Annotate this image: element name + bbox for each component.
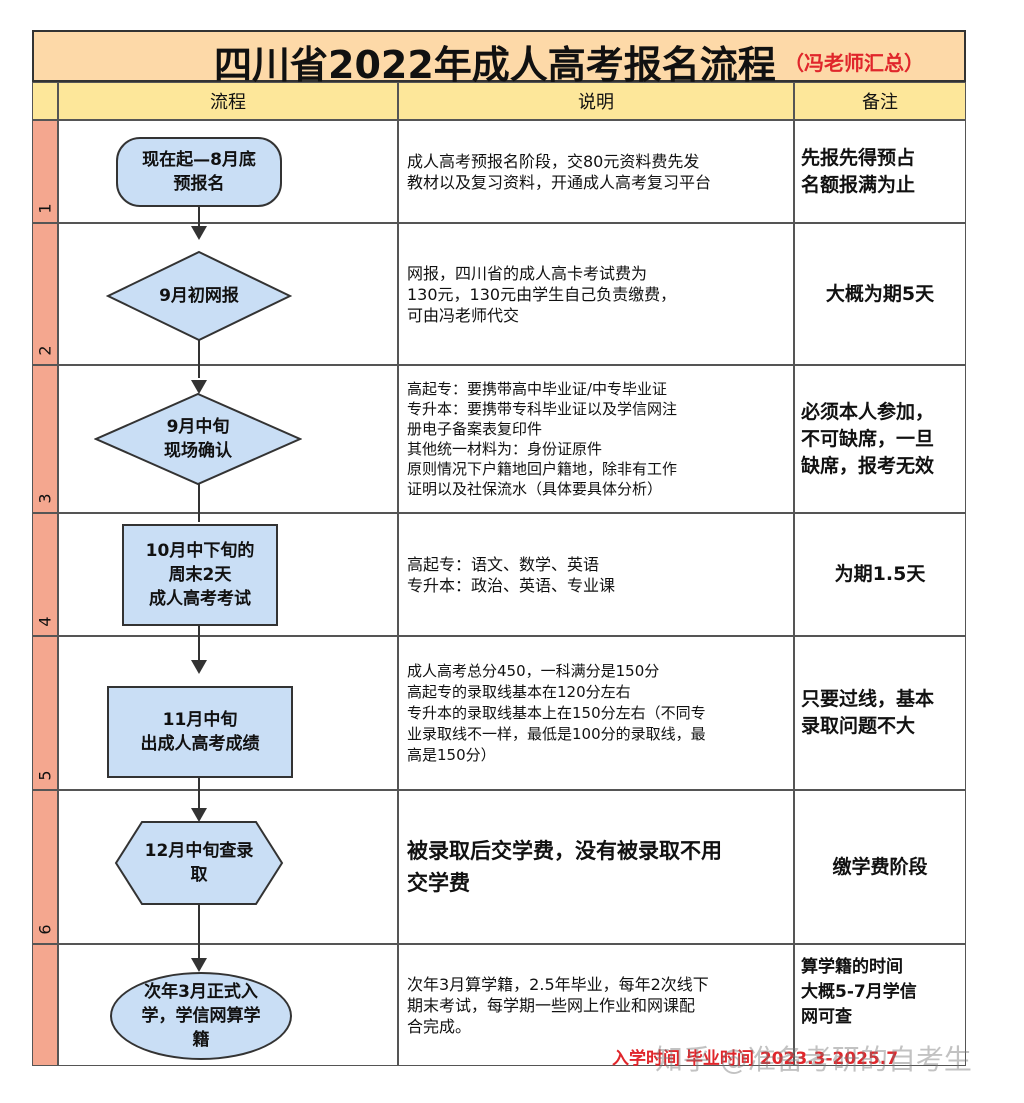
note-cell-2: 大概为期5天 xyxy=(794,223,966,365)
row-number-4: 4 xyxy=(32,513,58,636)
desc-line: 130元，130元由学生自己负责缴费， xyxy=(407,284,677,304)
desc-line: 册电子备案表复印件 xyxy=(407,420,543,438)
desc-line: 证明以及社保流水（具体要具体分析） xyxy=(407,480,663,498)
note-cell-3: 必须本人参加， 不可缺席，一旦 缺席，报考无效 xyxy=(794,365,966,513)
desc-cell-3: 高起专：要携带高中毕业证/中专毕业证 专升本：要携带专科毕业证以及学信网注 册电… xyxy=(398,365,794,513)
note-line: 大概为期5天 xyxy=(825,282,935,305)
desc-line: 次年3月算学籍，2.5年毕业，每年2次线下 xyxy=(407,974,709,994)
arrow-down-icon xyxy=(191,958,207,972)
desc-line: 可由冯老师代交 xyxy=(407,305,520,325)
row-number-1: 1 xyxy=(32,120,58,223)
row-number-2: 2 xyxy=(32,223,58,365)
step-1-shape: 现在起—8月底 预报名 xyxy=(116,137,282,207)
desc-line: 合完成。 xyxy=(407,1016,472,1036)
header-desc: 说明 xyxy=(398,82,794,120)
note-cell-7: 算学籍的时间 大概5-7月学信 网可查 xyxy=(794,944,966,1066)
note-line: 只要过线，基本 xyxy=(801,688,935,710)
desc-cell-7: 次年3月算学籍，2.5年毕业，每年2次线下 期末考试，每学期一些网上作业和网课配… xyxy=(398,944,794,1066)
row-number-5: 5 xyxy=(32,636,58,790)
connector-line xyxy=(198,484,200,522)
note-line: 缺席，报考无效 xyxy=(801,454,935,477)
step-4-shape: 10月中下旬的 周末2天 成人高考考试 xyxy=(122,524,278,626)
desc-line: 成人高考预报名阶段，交80元资料费先发 xyxy=(407,151,700,171)
note-line: 为期1.5天 xyxy=(834,563,926,585)
note-cell-6: 缴学费阶段 xyxy=(794,790,966,944)
desc-line: 专升本：政治、英语、专业课 xyxy=(407,575,616,595)
desc-cell-1: 成人高考预报名阶段，交80元资料费先发 教材以及复习资料，开通成人高考复习平台 xyxy=(398,120,794,223)
desc-line: 高起专：要携带高中毕业证/中专毕业证 xyxy=(407,380,668,398)
arrow-down-icon xyxy=(191,380,207,394)
note-line: 必须本人参加， xyxy=(801,400,935,423)
row-number-6: 6 xyxy=(32,790,58,944)
step-6-hexagon xyxy=(114,821,284,905)
desc-line: 高是150分） xyxy=(407,745,496,764)
row-number-7 xyxy=(32,944,58,1066)
page-subtitle: （冯老师汇总） xyxy=(784,51,924,75)
desc-line: 专升本的录取线基本上在150分左右（不同专 xyxy=(407,703,706,722)
connector-line xyxy=(198,200,200,228)
connector-line xyxy=(198,338,200,378)
desc-line: 高起专：语文、数学、英语 xyxy=(407,554,600,574)
note-line: 网可查 xyxy=(801,1007,852,1027)
desc-line: 期末考试，每学期一些网上作业和网课配 xyxy=(407,995,696,1015)
watermark: 知乎 @准备考研的自考生 xyxy=(655,1043,972,1076)
note-line: 缴学费阶段 xyxy=(832,855,928,878)
arrow-down-icon xyxy=(191,660,207,674)
enrollment-footnote: 入学时间 毕业时间 2023.3-2025.7 xyxy=(612,1049,899,1069)
page-title: 四川省2022年成人高考报名流程 xyxy=(214,43,776,87)
row-number-3: 3 xyxy=(32,365,58,513)
desc-line: 业录取线不一样，最低是100分的录取线，最 xyxy=(407,724,706,743)
step-5-shape: 11月中旬 出成人高考成绩 xyxy=(107,686,293,778)
desc-line: 被录取后交学费，没有被录取不用 xyxy=(407,839,722,863)
desc-cell-2: 网报，四川省的成人高卡考试费为 130元，130元由学生自己负责缴费， 可由冯老… xyxy=(398,223,794,365)
note-line: 名额报满为止 xyxy=(801,173,916,196)
connector-line xyxy=(198,774,200,814)
step-7-shape: 次年3月正式入 学，学信网算学 籍 xyxy=(110,972,292,1060)
desc-cell-6: 被录取后交学费，没有被录取不用 交学费 xyxy=(398,790,794,944)
note-cell-5: 只要过线，基本 录取问题不大 xyxy=(794,636,966,790)
desc-cell-5: 成人高考总分450，一科满分是150分 高起专的录取线基本在120分左右 专升本… xyxy=(398,636,794,790)
desc-cell-4: 高起专：语文、数学、英语 专升本：政治、英语、专业课 xyxy=(398,513,794,636)
note-line: 算学籍的时间 xyxy=(801,957,903,977)
header-note: 备注 xyxy=(794,82,966,120)
step-2-diamond xyxy=(106,250,292,342)
header-corner xyxy=(32,82,58,120)
arrow-down-icon xyxy=(191,226,207,240)
note-cell-4: 为期1.5天 xyxy=(794,513,966,636)
desc-line: 交学费 xyxy=(407,871,470,895)
header-flow: 流程 xyxy=(58,82,398,120)
desc-line: 网报，四川省的成人高卡考试费为 xyxy=(407,263,648,283)
step-3-diamond xyxy=(94,392,302,486)
desc-line: 专升本：要携带专科毕业证以及学信网注 xyxy=(407,400,678,418)
note-line: 大概5-7月学信 xyxy=(801,982,917,1002)
connector-line xyxy=(198,622,200,662)
note-line: 录取问题不大 xyxy=(801,715,916,737)
connector-line xyxy=(198,904,200,960)
desc-line: 其他统一材料为：身份证原件 xyxy=(407,440,603,458)
title-bar: 四川省2022年成人高考报名流程 （冯老师汇总） xyxy=(32,30,966,87)
note-line: 不可缺席，一旦 xyxy=(801,427,935,450)
desc-line: 成人高考总分450，一科满分是150分 xyxy=(407,661,660,680)
arrow-down-icon xyxy=(191,808,207,822)
note-cell-1: 先报先得预占 名额报满为止 xyxy=(794,120,966,223)
step-6-label: 12月中旬查录 取 xyxy=(144,841,254,885)
desc-line: 原则情况下户籍地回户籍地，除非有工作 xyxy=(407,460,678,478)
step-3-label: 9月中旬 现场确认 xyxy=(164,417,232,461)
desc-line: 教材以及复习资料，开通成人高考复习平台 xyxy=(407,172,712,192)
note-line: 先报先得预占 xyxy=(801,146,916,169)
step-2-label: 9月初网报 xyxy=(159,286,239,306)
desc-line: 高起专的录取线基本在120分左右 xyxy=(407,682,631,701)
